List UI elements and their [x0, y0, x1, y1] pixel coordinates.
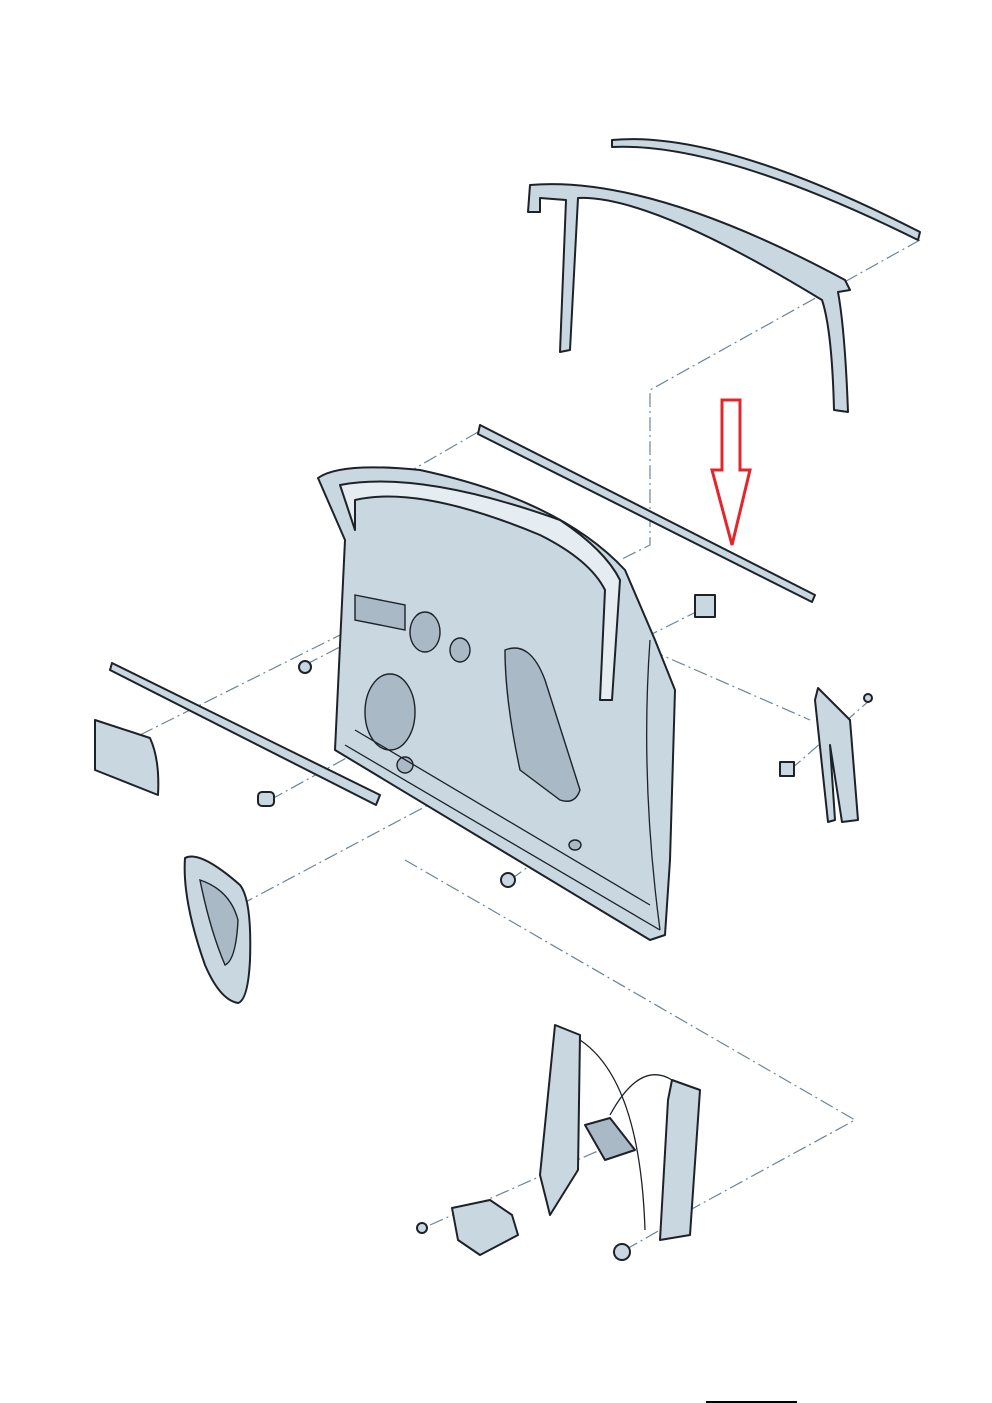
plug	[257, 791, 275, 807]
window-guide-rail	[814, 687, 859, 823]
grommet	[500, 872, 516, 888]
highlight-arrow	[710, 398, 752, 546]
window-regulator	[539, 1024, 701, 1241]
door-shell	[317, 466, 676, 941]
window-frame-trim	[611, 138, 921, 241]
clip	[694, 594, 716, 618]
grommet	[298, 660, 312, 674]
door-handle-recess	[199, 878, 239, 966]
outer-belt-weatherstrip[interactable]	[477, 424, 816, 603]
screw	[863, 693, 873, 703]
screw	[416, 1222, 428, 1234]
window-frame-seal	[527, 183, 851, 413]
inner-belt-weatherstrip[interactable]	[109, 662, 381, 806]
window-regulator-motor	[451, 1199, 519, 1256]
sealing-pad	[94, 719, 160, 796]
clip	[779, 761, 795, 777]
nut	[613, 1243, 631, 1261]
